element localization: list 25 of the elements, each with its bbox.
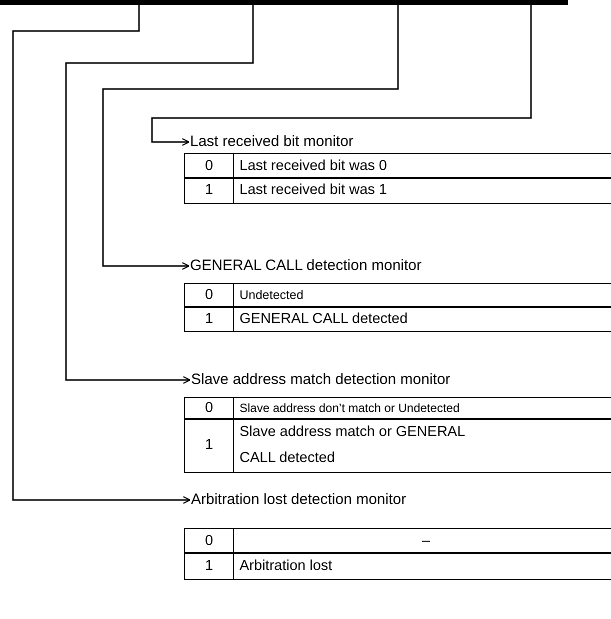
bit-description: Slave address don’t match or Undetected: [240, 400, 460, 418]
leader-arrow: [102, 5, 399, 270]
leader-arrow: [151, 5, 532, 146]
field-heading: Arbitration lost detection monitor: [191, 490, 406, 510]
bit-description: Last received bit was 1: [240, 181, 387, 200]
register-bar: [0, 0, 568, 5]
bit-value: 0: [204, 156, 214, 176]
bit-value: 0: [204, 399, 214, 418]
leader-arrow: [12, 5, 191, 504]
bit-description: Undetected: [240, 287, 304, 304]
bit-value: 1: [204, 310, 214, 329]
field-heading: Last received bit monitor: [190, 132, 354, 152]
bit-value: 1: [204, 436, 214, 456]
bit-value: 1: [204, 556, 214, 576]
bit-description: Arbitration lost: [240, 556, 332, 576]
bit-value: 0: [204, 286, 214, 306]
field-heading: Slave address match detection monitor: [191, 370, 450, 390]
bit-value: 1: [204, 181, 214, 200]
bit-description: Last received bit was 0: [240, 156, 387, 176]
bit-value: 0: [204, 532, 214, 551]
leader-arrow: [65, 5, 254, 384]
bit-description: Slave address match or GENERAL CALL detected: [240, 423, 466, 468]
field-heading: GENERAL CALL detection monitor: [190, 256, 422, 276]
bit-description: –: [422, 532, 430, 551]
bit-description: GENERAL CALL detected: [240, 310, 408, 329]
